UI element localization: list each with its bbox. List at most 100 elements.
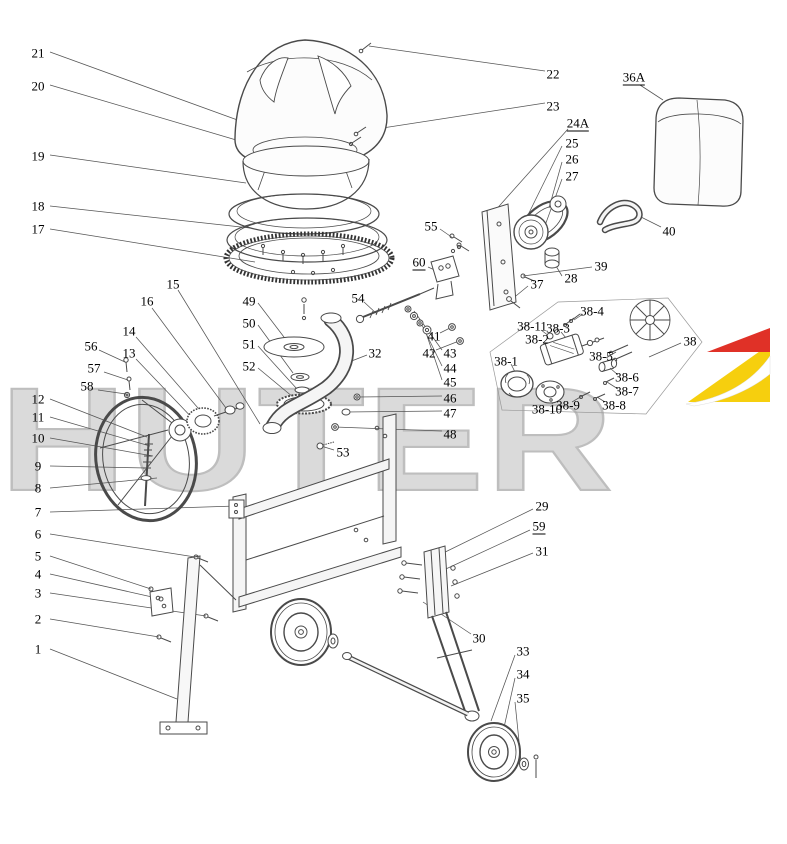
callout-55: 55 [424,218,438,234]
brand-logo [685,328,771,407]
callout-24A: 24A [566,115,590,132]
callout-38-1: 38-1 [494,353,518,369]
left-wheel [270,598,339,666]
callout-33: 33 [516,643,530,659]
callout-29: 29 [535,498,549,514]
center-shaft-parts [301,297,307,321]
callout-52: 52 [242,358,256,374]
callout-32: 32 [368,345,382,361]
callout-34: 34 [516,666,530,682]
washer-stack [404,305,464,345]
callout-38-11: 38-11 [517,318,547,334]
callout-38-5: 38-5 [589,348,613,364]
drum-ring-upper [228,193,380,235]
callout-19: 19 [31,148,45,164]
callout-35: 35 [516,690,530,706]
callout-56: 56 [84,338,98,354]
callout-45: 45 [443,374,457,390]
callout-2: 2 [34,611,42,627]
callout-11: 11 [31,409,45,425]
left-leg [149,555,237,735]
callout-28: 28 [564,270,578,286]
callout-38-7: 38-7 [615,383,639,399]
callout-6: 6 [34,526,42,542]
callout-13: 13 [122,345,136,361]
callout-38: 38 [683,333,697,349]
right-leg [431,611,480,722]
callout-48: 48 [443,426,457,442]
callout-31: 31 [535,543,549,559]
callout-53: 53 [336,444,350,460]
callout-44: 44 [443,360,457,376]
discharge-tube [262,312,354,434]
tow-bar [342,652,470,717]
callout-39: 39 [594,258,608,274]
callout-23: 23 [546,98,560,114]
callout-38-6: 38-6 [615,369,639,385]
motor-bracket-plate [481,203,517,311]
motor-cover [653,97,744,207]
drum-ring-lower [226,217,388,263]
callout-25: 25 [565,135,579,151]
stand-frame [228,413,402,613]
pulley-belt [513,195,569,250]
callout-51: 51 [242,336,256,352]
callout-47: 47 [443,405,457,421]
callout-42: 42 [422,345,436,361]
bolt-set-left [123,357,132,399]
callout-16: 16 [140,293,154,309]
motor-assembly [489,297,703,415]
pinion-gear [186,402,245,435]
drum-top-cone [234,39,388,191]
callout-38-4: 38-4 [580,303,604,319]
callout-38-10: 38-10 [531,401,563,417]
callout-36A: 36A [622,69,646,86]
callout-38-3: 38-3 [546,320,570,336]
callout-20: 20 [31,78,45,94]
fastener-set-mid [316,393,361,450]
callout-8: 8 [34,480,42,496]
callout-38-2: 38-2 [525,331,549,347]
callout-40: 40 [662,223,676,239]
callout-14: 14 [122,323,136,339]
callout-59: 59 [532,518,546,535]
right-wheel [467,722,539,782]
callout-22: 22 [546,66,560,82]
drum-rim-screws [348,42,372,147]
callout-30: 30 [472,630,486,646]
axle-bracket [397,545,460,619]
callout-58: 58 [80,378,94,394]
callout-46: 46 [443,390,457,406]
gear-ring-screws [260,243,346,276]
switch-box [430,244,462,300]
callout-12: 12 [31,391,45,407]
callout-26: 26 [565,151,579,167]
spacer-parts [506,247,560,309]
callout-15: 15 [166,276,180,292]
tension-rod [355,287,435,324]
bolt-set-55 [449,233,470,252]
callout-4: 4 [34,566,42,582]
callout-43: 43 [443,345,457,361]
callout-5: 5 [34,548,42,564]
callout-21: 21 [31,45,45,61]
callout-38-9: 38-9 [556,397,580,413]
callout-27: 27 [565,168,579,184]
callout-38-8: 38-8 [602,397,626,413]
callout-57: 57 [87,360,101,376]
callout-3: 3 [34,585,42,601]
callout-49: 49 [242,293,256,309]
ring-gear [223,231,395,285]
handle-grip [596,199,643,234]
callout-7: 7 [34,504,42,520]
callout-37: 37 [530,276,544,292]
leader-lines [49,45,682,762]
callout-18: 18 [31,198,45,214]
callout-1: 1 [34,641,42,657]
callout-54: 54 [351,290,365,306]
drum-mid-cone [242,145,370,210]
callout-9: 9 [34,458,42,474]
callout-60: 60 [412,254,426,271]
